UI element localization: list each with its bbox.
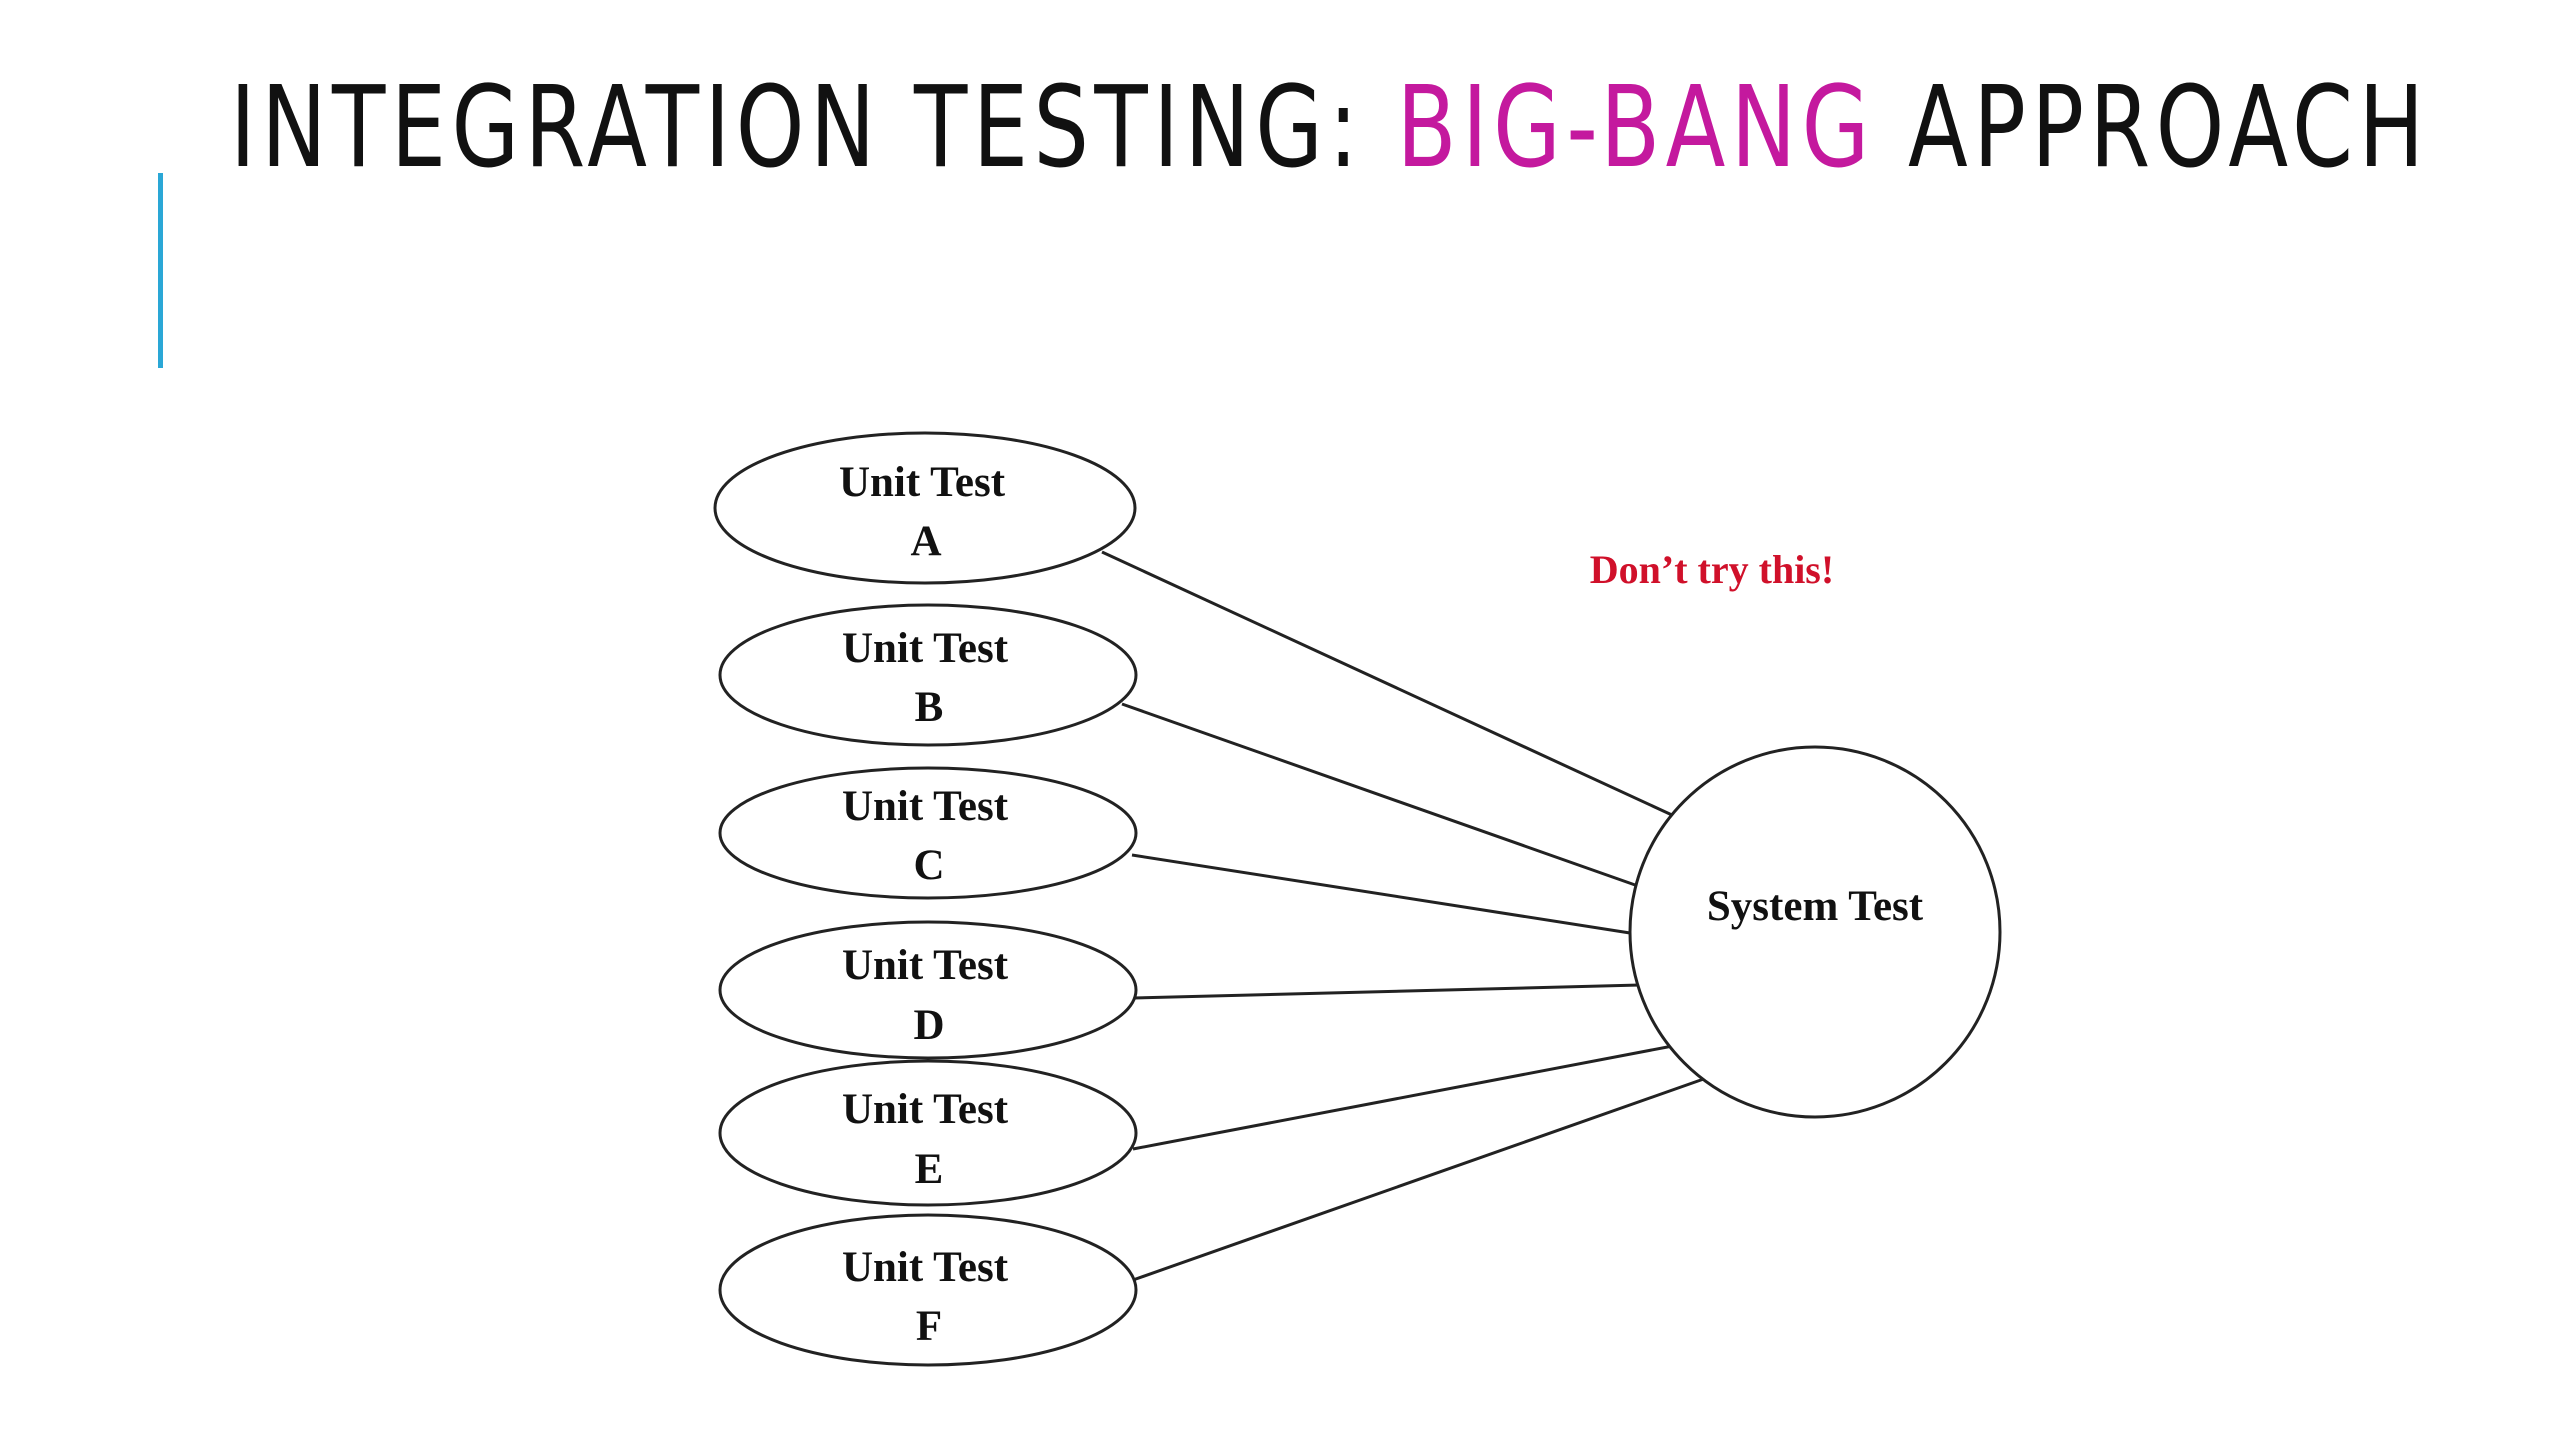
title-part-1: INTEGRATION TESTING: [230, 63, 1397, 193]
connector-b [1121, 702, 1639, 888]
connector-e [1132, 1043, 1679, 1151]
unit-test-a-ellipse [713, 431, 1137, 585]
unit-test-a-label: Unit Test [839, 459, 1006, 506]
unit-test-f-ellipse [718, 1213, 1138, 1367]
connector-f [1132, 1073, 1716, 1282]
title-highlight: BIG-BANG [1396, 63, 1875, 193]
unit-test-f-label: Unit Test [842, 1244, 1009, 1291]
unit-test-e-letter: E [915, 1146, 944, 1193]
unit-test-c-ellipse [718, 766, 1138, 900]
unit-test-e-ellipse [718, 1059, 1138, 1207]
unit-test-f-letter: F [916, 1303, 942, 1350]
connector-d [1132, 983, 1641, 1000]
unit-test-b-label: Unit Test [842, 625, 1009, 672]
unit-test-b-ellipse [718, 603, 1138, 747]
system-test-label: System Test [1707, 883, 1924, 930]
title-part-2: APPROACH [1874, 63, 2430, 193]
unit-test-c-label: Unit Test [842, 783, 1009, 830]
unit-test-a-letter: A [910, 518, 941, 565]
connector-a [1101, 550, 1673, 817]
slide-title: INTEGRATION TESTING: BIG-BANG APPROACH [230, 58, 2430, 198]
accent-bar [158, 173, 163, 368]
connector-c [1131, 853, 1631, 935]
warning-note: Don’t try this! [1590, 547, 1834, 592]
unit-test-d-label: Unit Test [842, 942, 1009, 989]
unit-test-b-letter: B [915, 684, 944, 731]
unit-test-c-letter: C [913, 842, 944, 889]
unit-test-d-letter: D [913, 1002, 944, 1049]
unit-test-e-label: Unit Test [842, 1086, 1009, 1133]
unit-test-d-ellipse [718, 920, 1138, 1060]
system-test-circle [1628, 745, 2002, 1119]
